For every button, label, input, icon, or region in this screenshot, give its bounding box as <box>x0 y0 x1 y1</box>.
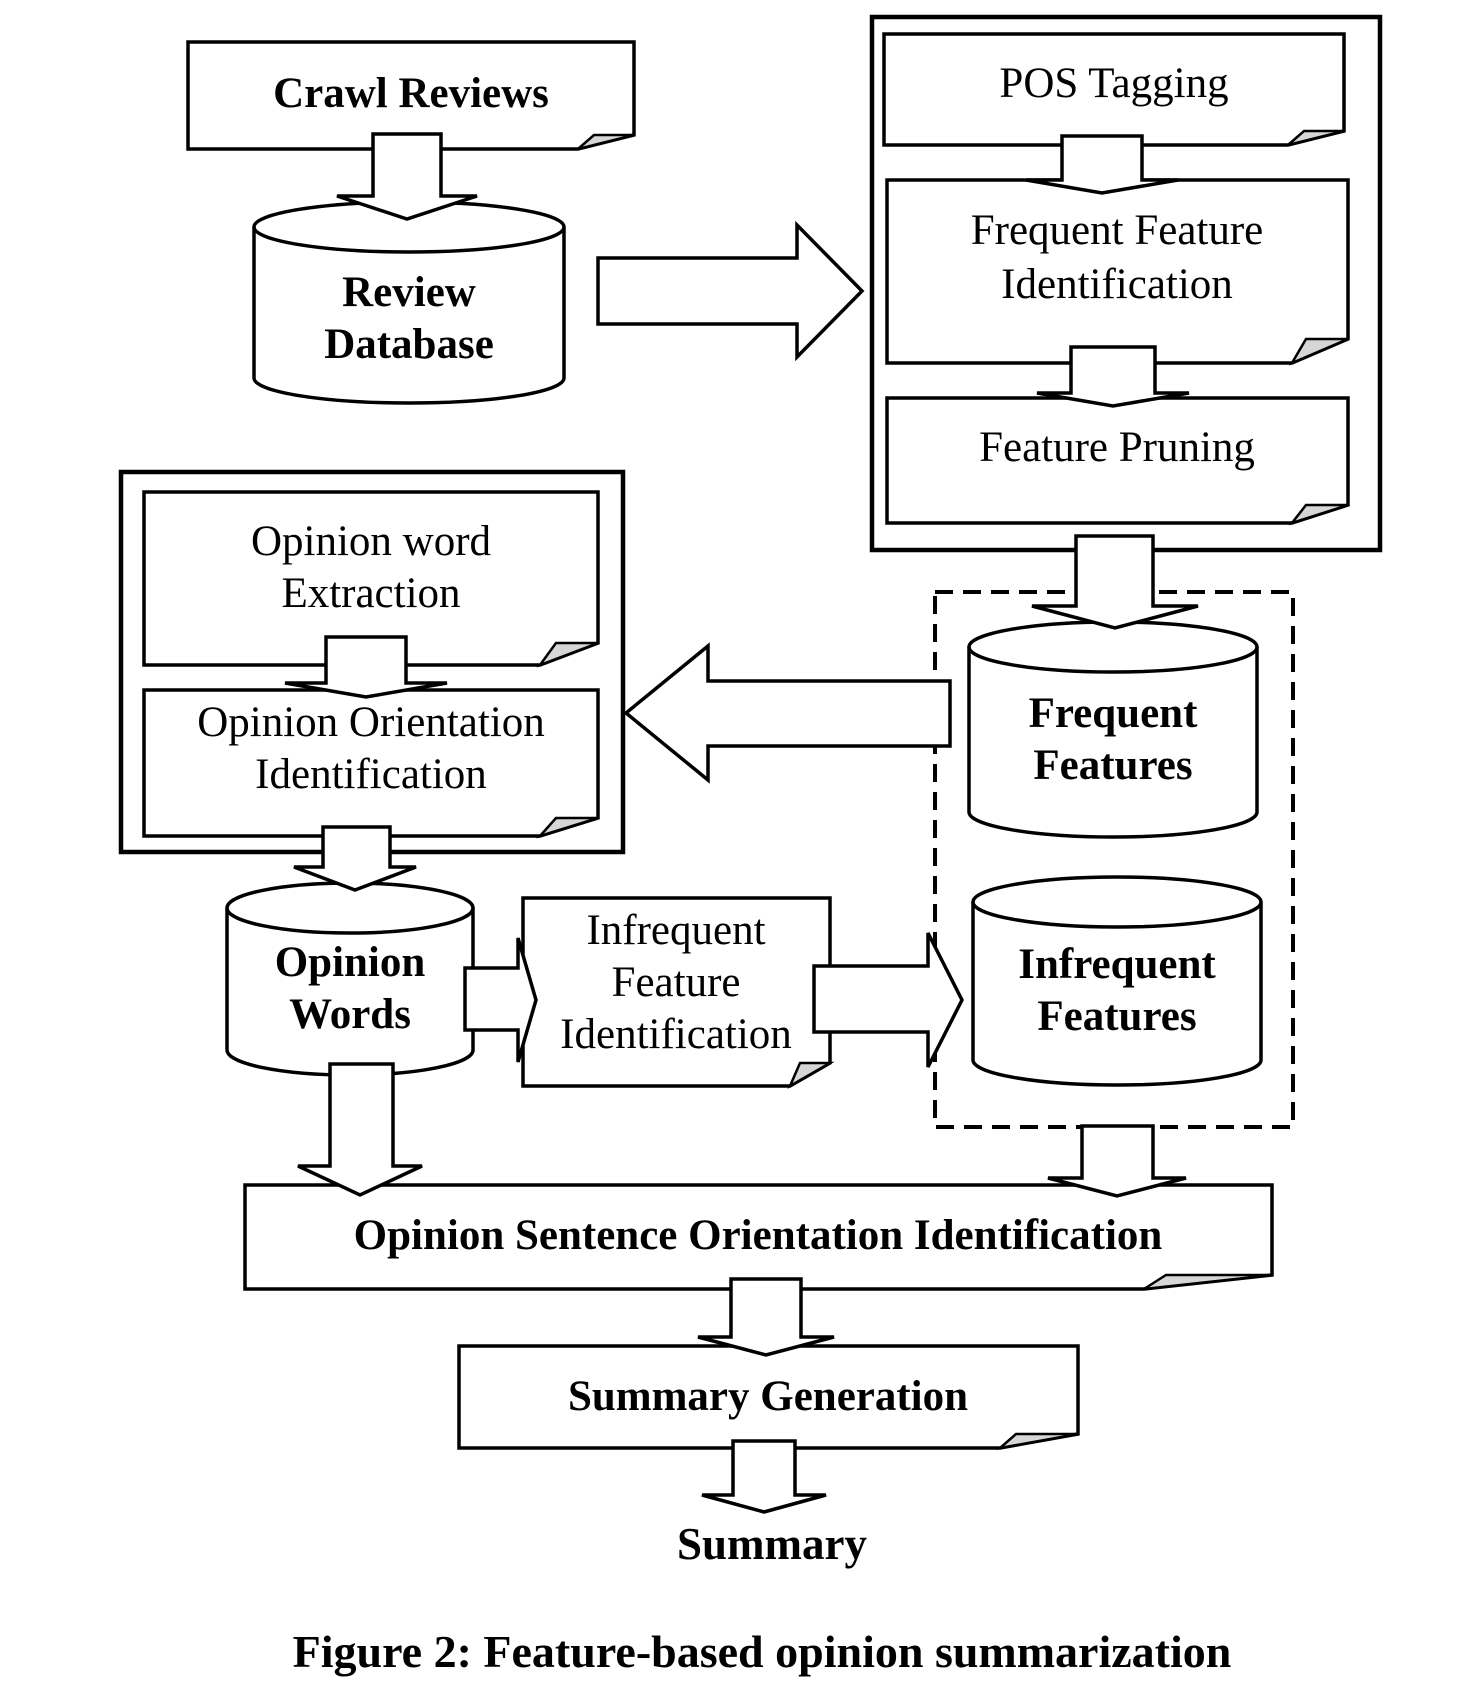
opinion-words-label-line1: Opinion <box>275 939 426 986</box>
arrow-pos-to-frequent-identification <box>1025 134 1179 195</box>
opinion-orientation-identification-label-line2: Identification <box>255 751 487 798</box>
infrequent-feature-identification-label-line2: Feature <box>612 959 741 1006</box>
frequent-features-label-line2: Features <box>1033 742 1192 789</box>
review-database-label-line2: Database <box>324 321 494 368</box>
arrow-database-to-pos-tagging <box>596 220 865 362</box>
arrow-sentence-orientation-to-summary-generation <box>697 1277 835 1357</box>
opinion-orientation-identification-box: Opinion Orientation Identification <box>142 688 600 839</box>
opinion-sentence-orientation-identification-label: Opinion Sentence Orientation Identificat… <box>354 1212 1163 1259</box>
pos-tagging-label: POS Tagging <box>999 60 1228 107</box>
frequent-feature-identification-label-line2: Identification <box>1001 261 1233 308</box>
review-database-label-line1: Review <box>342 269 476 316</box>
crawl-reviews-box: Crawl Reviews <box>186 40 636 151</box>
opinion-orientation-identification-label-line1: Opinion Orientation <box>197 699 545 746</box>
arrow-features-to-sentence-orientation <box>1047 1124 1187 1198</box>
infrequent-feature-identification-label-line3: Identification <box>560 1011 792 1058</box>
arrow-opinion-words-to-sentence-orientation <box>297 1062 423 1197</box>
arrow-extraction-to-orientation <box>284 635 448 699</box>
pos-tagging-box: POS Tagging <box>882 32 1346 147</box>
frequent-feature-identification-label-line1: Frequent Feature <box>971 207 1264 254</box>
infrequent-features-cylinder: Infrequent Features <box>971 875 1263 1087</box>
arrow-frequent-identification-to-pruning <box>1036 345 1190 408</box>
infrequent-feature-identification-box: Infrequent Feature Identification <box>521 896 835 1089</box>
summary-generation-label: Summary Generation <box>568 1373 968 1420</box>
infrequent-feature-identification-label-line1: Infrequent <box>586 907 765 954</box>
crawl-reviews-label: Crawl Reviews <box>273 70 549 117</box>
review-database-cylinder: Review Database <box>252 200 566 405</box>
arrow-crawl-to-database <box>336 132 478 221</box>
summary-label: Summary <box>677 1519 867 1569</box>
infrequent-features-label-line2: Features <box>1037 993 1196 1040</box>
arrow-summary-generation-to-summary <box>701 1439 827 1514</box>
opinion-word-extraction-box: Opinion word Extraction <box>142 490 600 668</box>
opinion-words-label-line2: Words <box>289 991 411 1038</box>
arrow-opinion-words-to-infrequent-identification <box>463 937 538 1063</box>
frequent-features-cylinder: Frequent Features <box>967 620 1259 839</box>
opinion-word-extraction-label-line1: Opinion word <box>251 518 491 565</box>
arrow-pruning-to-frequent-features <box>1031 534 1199 630</box>
arrow-orientation-to-opinion-words <box>293 825 417 892</box>
opinion-sentence-orientation-identification-box: Opinion Sentence Orientation Identificat… <box>243 1183 1274 1291</box>
arrow-infrequent-identification-to-infrequent-features <box>812 932 964 1068</box>
arrow-frequent-features-to-opinion-extraction <box>623 642 952 784</box>
frequent-features-label-line1: Frequent <box>1029 690 1198 737</box>
opinion-word-extraction-label-line2: Extraction <box>281 570 460 617</box>
summary-generation-box: Summary Generation <box>457 1344 1080 1451</box>
frequent-feature-identification-box: Frequent Feature Identification <box>885 178 1350 366</box>
opinion-words-cylinder: Opinion Words <box>225 881 475 1077</box>
feature-pruning-box: Feature Pruning <box>885 396 1350 526</box>
feature-pruning-label: Feature Pruning <box>979 424 1255 471</box>
figure-caption: Figure 2: Feature-based opinion summariz… <box>293 1626 1232 1677</box>
infrequent-features-label-line1: Infrequent <box>1018 941 1216 988</box>
